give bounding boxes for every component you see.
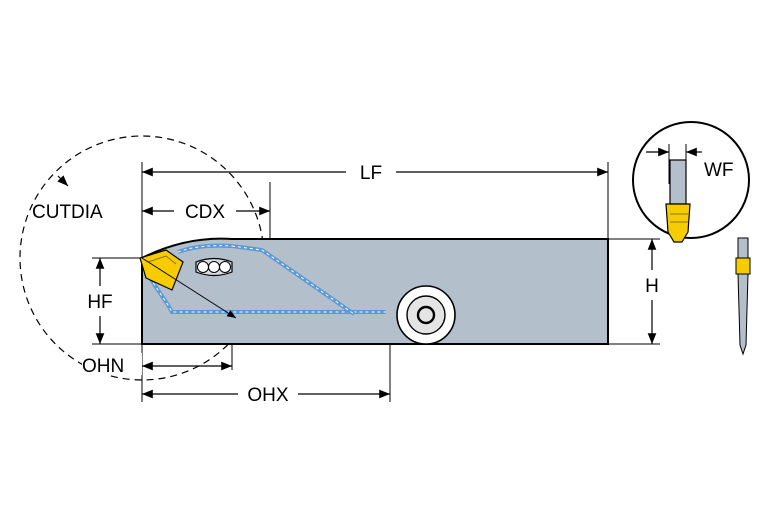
label-lf: LF <box>360 163 382 184</box>
label-h: H <box>645 276 659 297</box>
coolant-screw-icon <box>396 285 456 345</box>
label-hf: HF <box>87 292 112 313</box>
label-wf: WF <box>704 160 734 181</box>
label-cutdia: CUTDIA <box>32 202 103 223</box>
label-ohn: OHN <box>82 356 124 377</box>
holder-body <box>141 237 609 345</box>
clamp-slot <box>195 257 233 277</box>
label-ohx: OHX <box>247 385 289 406</box>
label-cdx: CDX <box>185 202 225 223</box>
dimension-cutdia <box>57 175 69 187</box>
side-view-blade <box>735 237 751 356</box>
dimension-cutdia-radius <box>141 257 237 319</box>
detail-view <box>632 121 750 243</box>
coolant-channels <box>148 243 386 316</box>
